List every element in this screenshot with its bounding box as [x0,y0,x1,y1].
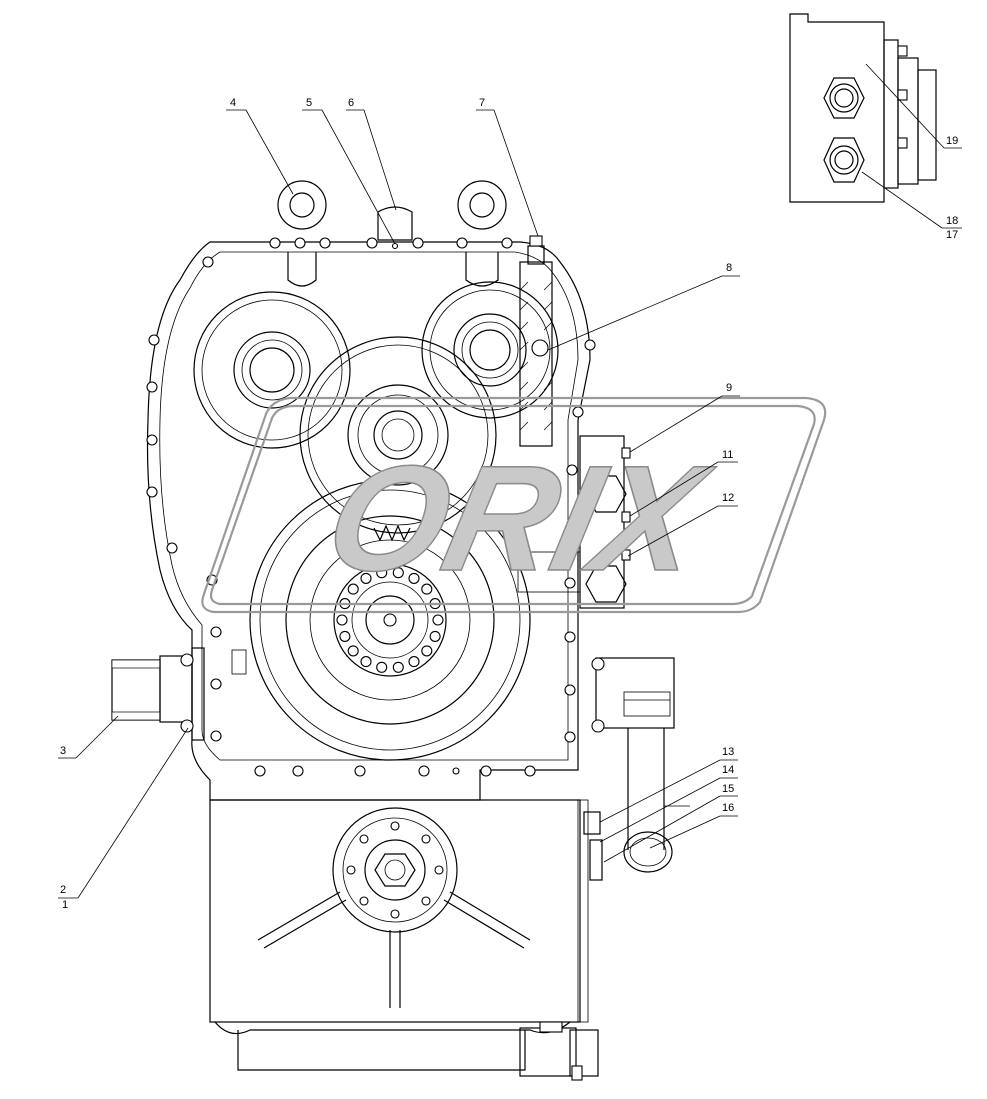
callout-7: 7 [479,97,485,109]
inset-detail-view [789,13,937,203]
callout-6: 6 [348,97,354,109]
callout-5: 5 [306,97,312,109]
upper-left-gear [193,291,351,449]
hub-bolt [432,614,444,626]
hub-bolt [347,645,359,657]
callout-19: 19 [946,135,958,147]
callout-8: 8 [726,262,732,274]
lower-transfer-case [209,799,599,1081]
upper-right-gear [421,281,559,419]
orix-watermark: ORIX [201,396,827,614]
breather-plug [377,206,413,241]
hub-bolt [339,630,351,642]
callout-9: 9 [726,382,732,394]
hub-bolt [429,630,441,642]
housing-perimeter-bolts [146,237,596,777]
callout-11: 11 [722,449,733,461]
lower-main-gear [249,479,531,761]
inset-lower-hex-nut [823,137,865,183]
hub-bolt [421,583,433,595]
hub-bolt [360,572,372,584]
hub-bolt [392,567,404,579]
callout-2: 2 [60,884,66,896]
callout-15: 15 [722,783,734,795]
callout-18: 18 [946,215,958,227]
callout-14: 14 [722,764,734,776]
callout-4: 4 [230,97,236,109]
output-flange [332,807,458,933]
callout-3: 3 [60,745,66,757]
leader-lines [58,63,962,899]
right-filter-assembly [583,657,690,881]
inset-upper-hex-nut [823,77,865,119]
callout-labels: 4 5 6 7 8 9 11 12 19 18 17 3 2 1 13 14 1… [60,97,958,911]
hub-bolt [376,661,388,673]
hub-bolt [408,572,420,584]
lifting-eye-right [457,180,507,287]
lower-ribs [257,891,531,1008]
hub-bolt [360,656,372,668]
hub-bolt [336,614,348,626]
callout-16: 16 [722,802,734,814]
hub-bolt [408,656,420,668]
callout-1: 1 [62,899,68,911]
watermark-text: ORIX [314,436,724,603]
lifting-eye-left [277,180,327,287]
level-gauge-tube [519,235,553,447]
hub-bolt [347,583,359,595]
hub-bolt [376,567,388,579]
hub-bolt [392,661,404,673]
callout-17: 17 [946,229,958,241]
callout-13: 13 [722,746,734,758]
left-side-flange-pipe [111,647,247,741]
callout-12: 12 [722,492,734,504]
hub-bolt-circle [336,567,444,673]
hub-bolt [421,645,433,657]
upper-gear-housing [146,237,596,801]
